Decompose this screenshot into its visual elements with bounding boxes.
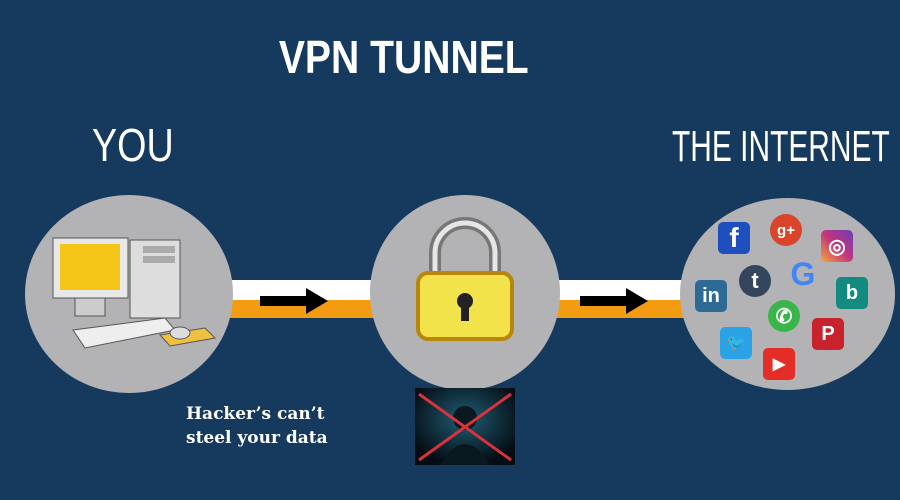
page-title: VPN TUNNEL	[278, 31, 529, 83]
tumblr-icon: t	[739, 265, 771, 297]
crossed-hacker-icon	[415, 388, 515, 465]
computer-icon	[52, 237, 217, 349]
whatsapp-icon: ✆	[768, 300, 800, 332]
hacker-caption: Hacker’s can’t steel your data	[186, 402, 328, 450]
arrow-right-icon	[580, 288, 648, 314]
pinterest-icon: P	[812, 318, 844, 350]
padlock-icon	[416, 217, 514, 341]
linkedin-icon: in	[695, 280, 727, 312]
bing-icon: b	[836, 277, 868, 309]
instagram-icon: ◎	[821, 230, 853, 262]
internet-label: THE INTERNET	[672, 122, 890, 171]
facebook-icon: f	[718, 222, 750, 254]
caption-line-2: steel your data	[186, 428, 328, 448]
caption-line-1: Hacker’s can’t	[186, 404, 325, 424]
arrow-right-icon	[260, 288, 328, 314]
google-plus-icon: g+	[770, 214, 802, 246]
twitter-icon: 🐦	[720, 327, 752, 359]
youtube-icon: ▶	[763, 348, 795, 380]
google-icon: G	[790, 255, 816, 292]
you-label: YOU	[92, 119, 174, 171]
